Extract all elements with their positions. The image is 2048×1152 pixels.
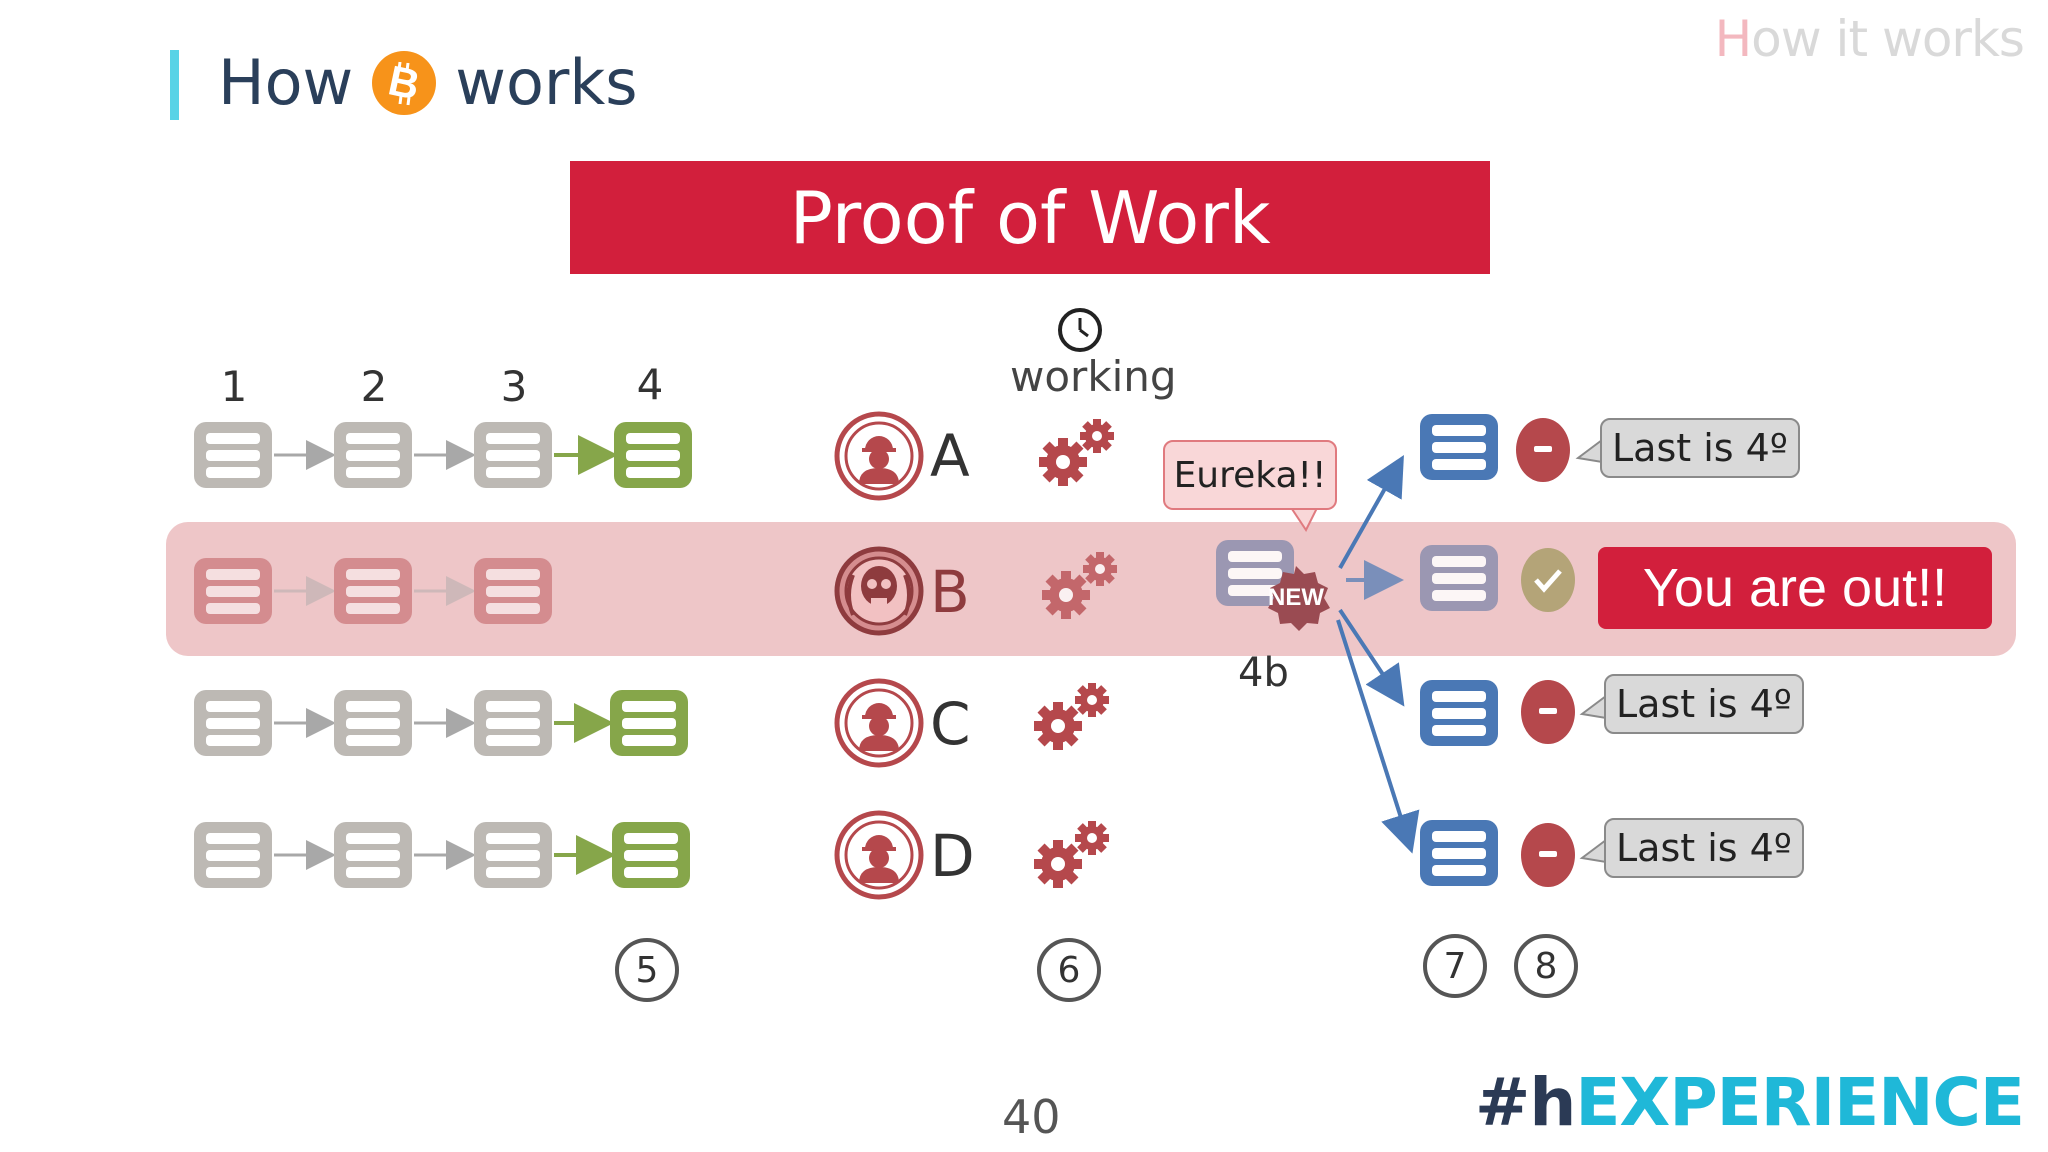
receiver-block-c xyxy=(1420,680,1498,746)
page-title: How B works xyxy=(218,46,638,119)
block-a4 xyxy=(614,422,692,488)
step-circle-6: 6 xyxy=(1037,938,1101,1002)
gears-icon-b xyxy=(1042,552,1117,619)
receiver-block-d xyxy=(1420,820,1498,886)
chain-row-c xyxy=(194,690,688,756)
receiver-block-b xyxy=(1420,545,1498,611)
miner-label-c: C xyxy=(930,690,971,758)
miner-label-d: D xyxy=(930,822,975,890)
receiver-block-a xyxy=(1420,414,1498,480)
minus-head-icon-a xyxy=(1516,418,1570,482)
step-circle-5: 5 xyxy=(615,938,679,1002)
block-b1 xyxy=(194,558,272,624)
column-number-2: 2 xyxy=(360,362,388,411)
skull-icon-b xyxy=(834,546,924,636)
title-left-text: How xyxy=(218,46,354,119)
block-b2 xyxy=(334,558,412,624)
message-bubble-c: Last is 4º xyxy=(1604,674,1804,734)
miner-label-b: B xyxy=(930,558,970,626)
block-a2 xyxy=(334,422,412,488)
column-number-4: 4 xyxy=(636,360,664,409)
block-d3 xyxy=(474,822,552,888)
check-head-icon-b xyxy=(1521,548,1575,612)
block-a1 xyxy=(194,422,272,488)
eureka-bubble: Eureka!! xyxy=(1163,440,1337,510)
block-d4 xyxy=(612,822,690,888)
you-are-out-banner: You are out!! xyxy=(1598,547,1992,629)
working-label: working xyxy=(1010,352,1177,401)
block-c4 xyxy=(610,690,688,756)
corner-title: How it works xyxy=(1714,10,2025,68)
column-number-1: 1 xyxy=(220,362,248,411)
chain-row-a xyxy=(194,422,692,488)
block-c2 xyxy=(334,690,412,756)
block-d1 xyxy=(194,822,272,888)
worker-icon-d xyxy=(837,813,921,897)
clock-icon xyxy=(1058,308,1102,352)
title-accent-bar xyxy=(170,50,179,120)
block-d2 xyxy=(334,822,412,888)
proof-of-work-banner: Proof of Work xyxy=(570,161,1490,274)
block-c3 xyxy=(474,690,552,756)
miner-label-a: A xyxy=(930,422,970,490)
bitcoin-icon: B xyxy=(372,50,437,115)
minus-head-icon-d xyxy=(1521,823,1575,887)
chain-row-d xyxy=(194,822,690,888)
step-circle-7: 7 xyxy=(1423,934,1487,998)
step-circle-8: 8 xyxy=(1514,934,1578,998)
worker-icon-a xyxy=(837,414,921,498)
title-right-text: works xyxy=(455,46,638,119)
gears-icon-c xyxy=(1034,683,1109,750)
column-number-3: 3 xyxy=(500,362,528,411)
new-badge-label: NEW xyxy=(1268,584,1324,611)
worker-icon-c xyxy=(837,681,921,765)
gears-icon-a xyxy=(1039,419,1114,486)
message-bubble-d: Last is 4º xyxy=(1604,818,1804,878)
page-number: 40 xyxy=(1002,1090,1061,1144)
gears-icon-d xyxy=(1034,821,1109,888)
message-bubble-a: Last is 4º xyxy=(1600,418,1800,478)
block-b3 xyxy=(474,558,552,624)
brand-logo: #hEXPERIENCE xyxy=(1475,1064,2025,1141)
minus-head-icon-c xyxy=(1521,680,1575,744)
new-block-label: 4b xyxy=(1238,650,1289,696)
block-a3 xyxy=(474,422,552,488)
block-c1 xyxy=(194,690,272,756)
chain-row-b xyxy=(194,558,552,624)
new-badge-icon xyxy=(1268,566,1330,631)
